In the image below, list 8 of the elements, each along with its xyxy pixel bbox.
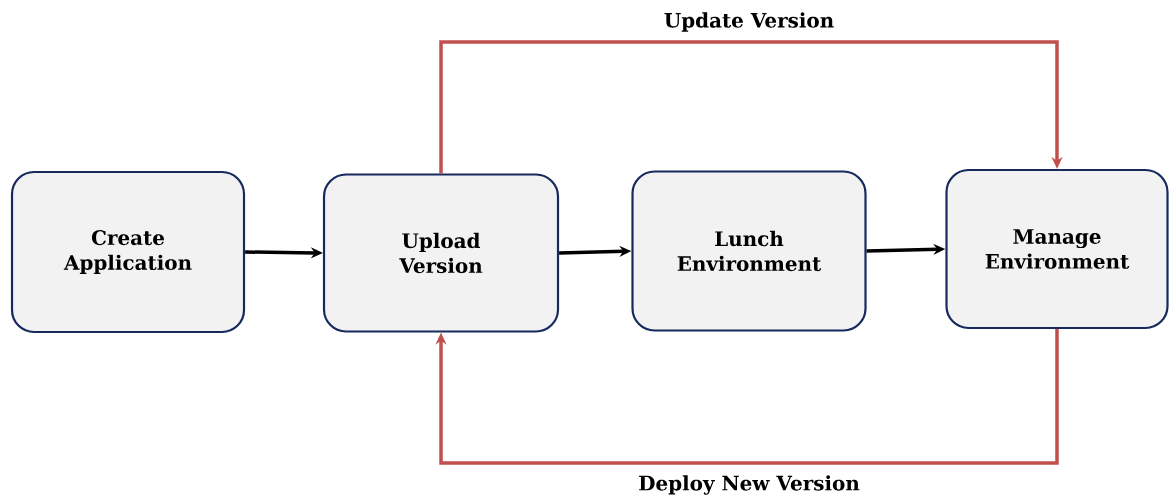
process-box: Upload Version: [322, 173, 560, 333]
arrow: [435, 329, 1059, 465]
edge-label: Deploy New Version: [639, 475, 860, 495]
process-box: Manage Environment: [945, 168, 1169, 330]
process-box: Create Application: [10, 170, 246, 334]
process-box: Lunch Environment: [631, 170, 867, 332]
arrow: [439, 40, 1063, 174]
edge-label: Update Version: [664, 12, 834, 32]
